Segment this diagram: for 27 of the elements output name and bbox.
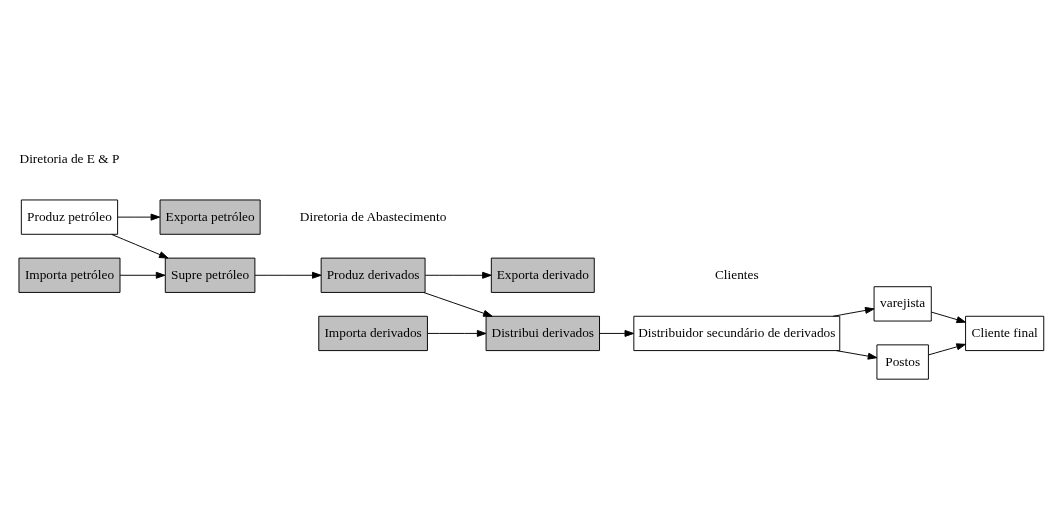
arrow — [599, 329, 635, 337]
arrow — [111, 233, 169, 259]
node-box: Postos — [876, 343, 929, 380]
node-box: Produz derivados — [320, 257, 426, 293]
node-box: Importa petróleo — [18, 257, 121, 293]
arrow — [427, 329, 487, 337]
arrow — [835, 349, 878, 360]
node-box: varejista — [873, 285, 932, 321]
node-box: Exporta petróleo — [159, 199, 261, 235]
label: Diretoria de Abastecimento — [299, 208, 447, 224]
arrow — [119, 271, 166, 279]
arrow — [931, 311, 966, 323]
node-box: Distribuidor secundário de derivados — [633, 315, 841, 351]
node-box: Distribui derivados — [485, 315, 600, 351]
node-box: Supre petróleo — [164, 257, 256, 293]
node-box: Cliente final — [965, 315, 1045, 351]
node-box: Importa derivados — [318, 315, 428, 351]
node-box: Exporta derivado — [490, 257, 595, 293]
arrow — [254, 271, 322, 279]
label: Clientes — [714, 266, 759, 282]
arrow — [423, 291, 493, 317]
arrow — [424, 271, 492, 279]
arrow — [928, 342, 966, 355]
arrow — [832, 306, 875, 317]
arrow — [117, 213, 161, 221]
label: Diretoria de E & P — [19, 150, 120, 165]
node-box: Produz petróleo — [20, 199, 119, 235]
